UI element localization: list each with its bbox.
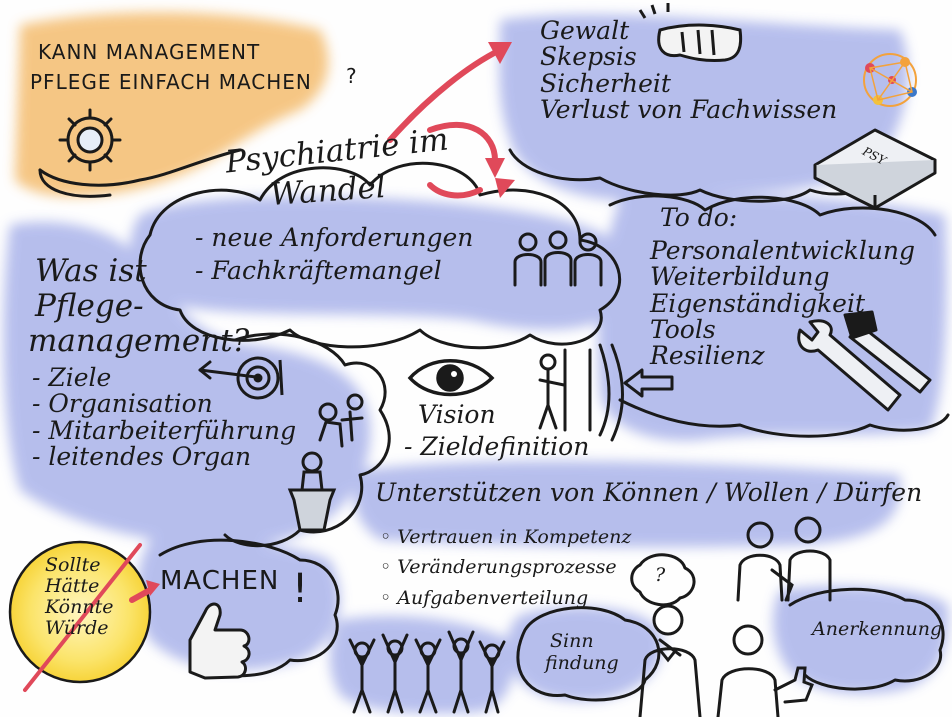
cheering-crowd-icon [348, 630, 506, 714]
threat-item: Sicherheit [540, 68, 671, 98]
cloud-meaning-outline [516, 606, 661, 702]
red-arrow-cycle-bottom [427, 182, 483, 199]
management-heading-2: Pflege- [35, 288, 144, 324]
todo-item: Resilienz [650, 341, 765, 370]
threats-list: Gewalt Skepsis Sicherheit Verlust von Fa… [540, 16, 838, 124]
management-heading-3: management? [28, 323, 250, 359]
people-group-icon [513, 230, 603, 287]
goal-definition-label: - Zieldefinition [404, 432, 590, 461]
blue-wash-recognition [773, 585, 949, 694]
left-arrow-icon [623, 368, 674, 398]
blue-wash-support [354, 460, 901, 548]
sun-word: Würde [45, 616, 109, 639]
todo-item: Weiterbildung [650, 262, 830, 292]
management-list: - Ziele - Organisation - Mitarbeiterführ… [32, 363, 297, 471]
red-arrow-cycle-top [427, 121, 498, 163]
support-item: ◦ Veränderungsprozesse [380, 556, 617, 579]
todo-list: Personalentwicklung Weiterbildung Eigens… [650, 236, 916, 370]
todo-item: Tools [650, 314, 716, 344]
support-item: ◦ Vertrauen in Kompetenz [380, 526, 632, 548]
red-arrowhead-up [488, 42, 512, 64]
action-exclamation: ! [292, 566, 310, 612]
psychiatry-heading-2: Wandel [268, 169, 387, 213]
fist-icon [638, 3, 743, 62]
tools-icon [797, 310, 932, 412]
lectern-speaker-icon [287, 451, 337, 532]
network-logo-icon [863, 53, 917, 107]
gear-hand-icon [38, 108, 242, 198]
sun-word: Könnte [45, 595, 114, 618]
cloud-management-outline [223, 332, 391, 548]
cross-out-line [23, 543, 142, 692]
cloud-recognition-outline [788, 587, 945, 691]
recognition-label: Anerkennung [812, 618, 943, 640]
title-line-2: PFLEGE EINFACH MACHEN [30, 70, 312, 94]
cloud-action-outline [158, 538, 340, 678]
cloud-threats-outline [508, 148, 902, 203]
meeting-people-icon [318, 393, 364, 448]
sun-words-list: Sollte Hätte Könnte Würde [45, 555, 113, 639]
vision-label: Vision [418, 400, 496, 429]
red-arrow-up [387, 47, 503, 143]
threat-item: Skepsis [540, 42, 637, 72]
thumbs-up-icon [188, 602, 251, 680]
cloud-psychiatry-outline [138, 161, 622, 350]
todo-heading: To do: [660, 203, 738, 232]
support-heading: Unterstützen von Können / Wollen / Dürfe… [375, 478, 923, 507]
management-heading-1: Was ist [35, 253, 147, 289]
red-arrow-small [129, 587, 153, 603]
book-icon [813, 128, 937, 210]
meaning-line-1: Sinn [550, 630, 594, 652]
management-item: - Organisation [32, 389, 213, 419]
threat-item: Gewalt [540, 16, 630, 45]
blue-wash-psychiatry [130, 196, 636, 330]
psychiatry-item: - Fachkräftemangel [195, 256, 442, 285]
target-icon [198, 356, 284, 400]
red-arrowhead-cycle [485, 158, 505, 178]
support-item: ◦ Aufgabenverteilung [380, 586, 589, 609]
red-arrowhead-small [146, 580, 160, 596]
todo-item: Eigenständigkeit [650, 288, 866, 318]
todo-item: Personalentwicklung [650, 236, 916, 265]
management-item: - Ziele [32, 363, 112, 392]
cloud-todo-bottom [618, 398, 950, 438]
thinking-person-icon [638, 604, 702, 717]
support-list: ◦ Vertrauen in Kompetenz ◦ Veränderungsp… [380, 522, 631, 613]
thought-question-mark: ? [655, 564, 666, 586]
sun-word: Hätte [45, 574, 100, 597]
thought-bubble-outline [630, 553, 696, 607]
psychiatry-item: - neue Anforderungen [195, 223, 474, 252]
blue-wash-meaning [507, 606, 663, 701]
action-word: MACHEN [160, 566, 280, 596]
eye-icon [407, 359, 495, 397]
threat-item: Verlust von Fachwissen [540, 94, 838, 124]
title-question-mark: ? [346, 64, 358, 88]
meaning-line-2: findung [545, 652, 619, 674]
management-item: - Mitarbeiterführung [32, 415, 297, 445]
management-item: - leitendes Organ [32, 441, 252, 471]
approving-person-icon [716, 624, 814, 717]
door-portal-icon [538, 343, 624, 442]
talking-people-icon [736, 516, 832, 602]
red-arrowhead-cycle2 [495, 178, 515, 198]
title-line-1: KANN MANAGEMENT [38, 40, 261, 64]
sun-word: Sollte [45, 554, 101, 576]
blue-wash-action [136, 538, 340, 671]
blue-wash-threats [499, 14, 909, 201]
blue-wash-management [3, 221, 371, 546]
